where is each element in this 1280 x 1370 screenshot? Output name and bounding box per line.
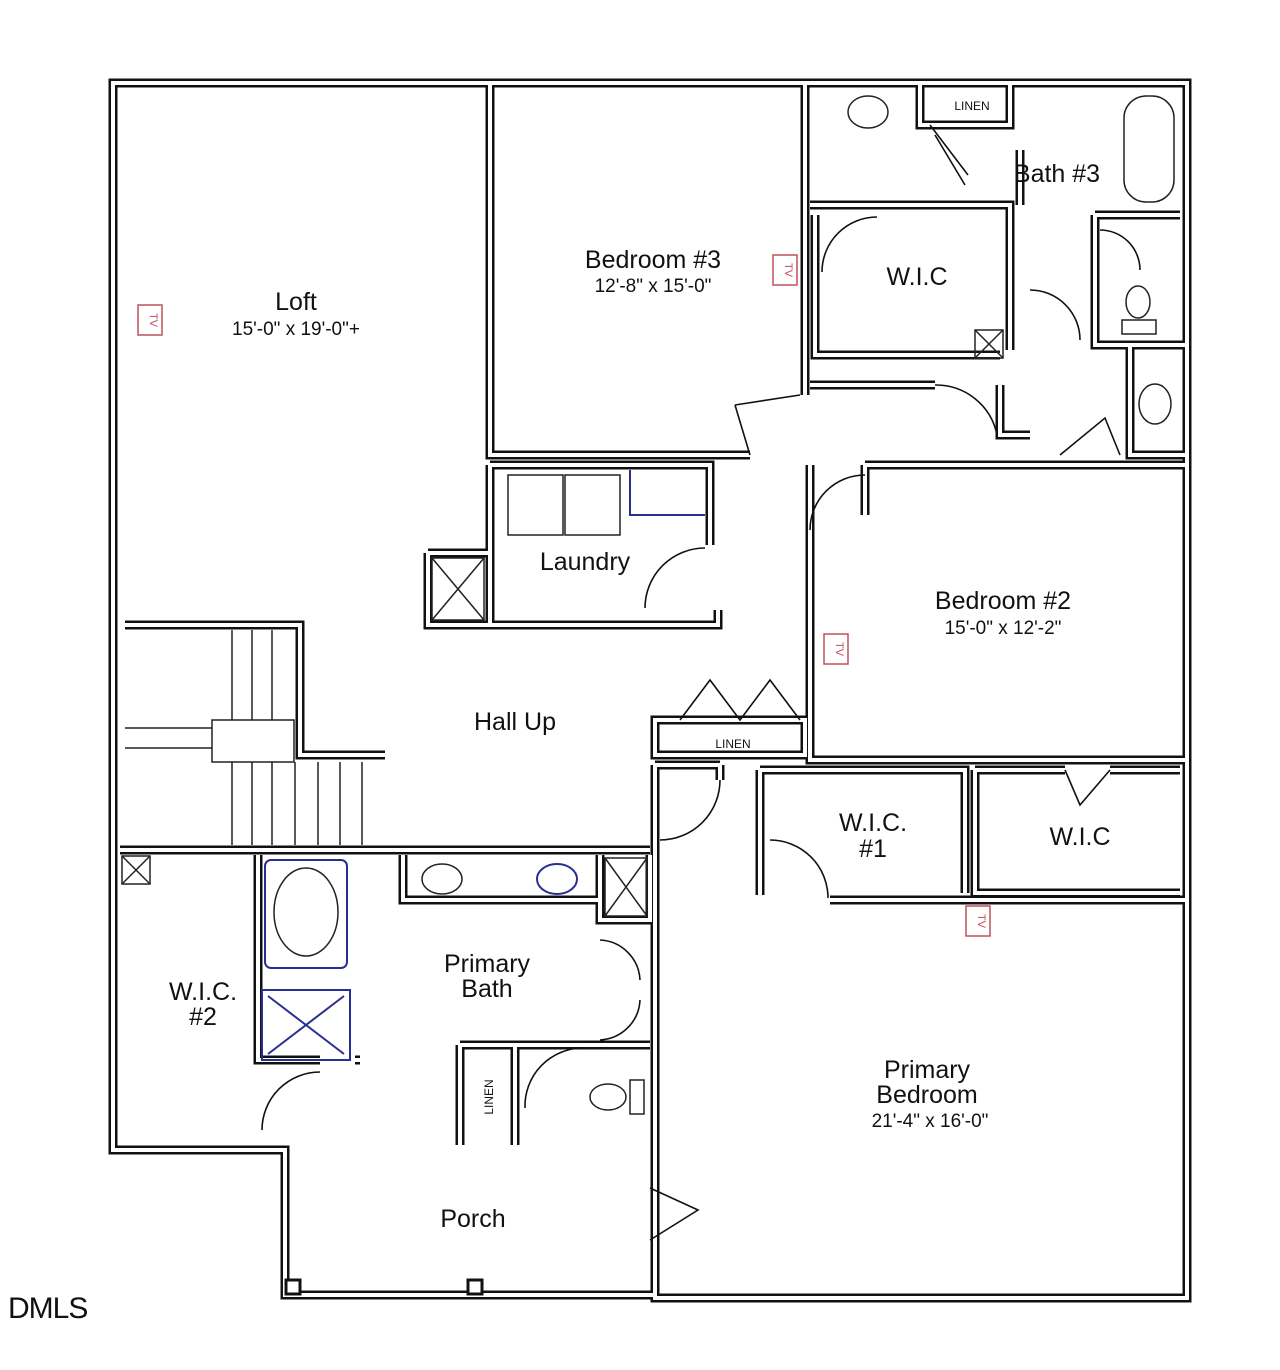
wic2-label: W.I.C.	[169, 978, 237, 1006]
primary-bedroom-label: Primary	[884, 1056, 971, 1084]
primary-bedroom-label-2: Bedroom	[876, 1081, 977, 1109]
watermark-logo: DMLS	[8, 1292, 88, 1325]
bath3-label: Bath #3	[1014, 160, 1100, 188]
staircase	[125, 630, 363, 845]
svg-text:TV: TV	[782, 263, 794, 278]
svg-text:TV: TV	[975, 914, 987, 929]
linen-label: LINEN	[954, 99, 989, 113]
wic2-number: #2	[189, 1003, 217, 1031]
svg-text:TV: TV	[833, 642, 845, 657]
porch-post	[466, 1278, 484, 1296]
wic-label: W.I.C	[886, 263, 947, 291]
primary-bath-label: Primary	[444, 950, 531, 978]
tv-icon: TV	[965, 905, 991, 937]
linen-label: LINEN	[715, 737, 750, 751]
linen-label: LINEN	[482, 1079, 496, 1114]
bath3-fixtures	[847, 95, 1175, 425]
loft-dimensions: 15'-0" x 19'-0"+	[232, 319, 360, 340]
tv-icon: TV	[137, 304, 163, 336]
bedroom2-label: Bedroom #2	[935, 587, 1071, 615]
wic-right-label: W.I.C	[1049, 823, 1110, 851]
tv-icon: TV	[823, 633, 849, 665]
bedroom3-label: Bedroom #3	[585, 246, 721, 274]
svg-text:TV: TV	[147, 313, 159, 328]
doors	[261, 124, 1141, 1241]
tv-icon: TV	[772, 254, 798, 286]
laundry-label: Laundry	[540, 548, 631, 576]
primary-bedroom-dimensions: 21'-4" x 16'-0"	[872, 1111, 989, 1132]
wic1-number: #1	[859, 835, 887, 863]
chase-boxes	[121, 329, 1004, 917]
bedroom3-dimensions: 12'-8" x 15'-0"	[595, 276, 712, 297]
porch-post	[284, 1278, 302, 1296]
wic1-label: W.I.C.	[839, 809, 907, 837]
laundry-machines	[507, 474, 621, 536]
loft-label: Loft	[275, 288, 317, 316]
primary-bath-label-2: Bath	[461, 975, 512, 1003]
bedroom2-dimensions: 15'-0" x 12'-2"	[945, 618, 1062, 639]
laundry-counter	[629, 470, 705, 516]
primary-bath-fixtures	[261, 859, 645, 1115]
porch-label: Porch	[440, 1205, 505, 1233]
hall-label: Hall Up	[474, 708, 556, 736]
